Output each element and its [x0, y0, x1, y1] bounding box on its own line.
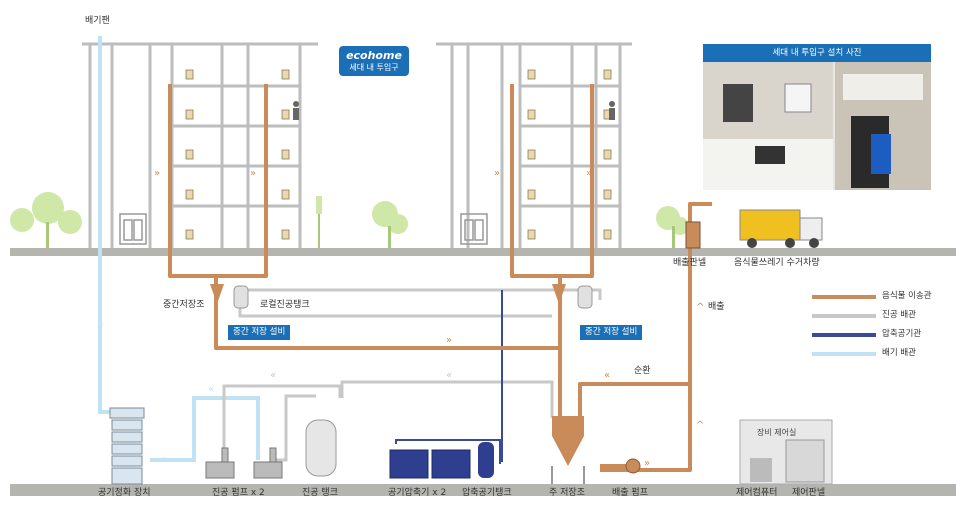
legend-item-vacuum-pipe: 진공 배관 — [812, 308, 957, 322]
main-storage-label: 주 저장조 — [549, 488, 585, 498]
discharge-panel-label: 배출판넬 — [673, 258, 707, 268]
svg-text:»: » — [446, 335, 452, 346]
svg-text:»: » — [154, 168, 160, 179]
legend-item-exhaust: 배기 배관 — [812, 346, 957, 360]
kitchen-photo-illustration — [703, 62, 931, 190]
compressed-air-pipe — [395, 290, 503, 464]
control-room-icon — [739, 419, 833, 485]
flow-arrow-icon: » » » » » » ^ ^ « — [154, 168, 704, 469]
vacuum-tank-label: 진공 탱크 — [302, 488, 338, 498]
legend-swatch — [812, 352, 876, 356]
control-panel-label: 제어판넬 — [792, 488, 826, 498]
discharge-pump-label: 배출 펌프 — [612, 488, 648, 498]
collection-truck-label: 음식물쓰레기 수거차량 — [734, 258, 820, 268]
svg-text:^: ^ — [696, 420, 704, 431]
svg-text:«: « — [446, 370, 452, 381]
vacuum-pump-icon — [205, 447, 283, 479]
tree-icon — [10, 192, 689, 248]
person-icon — [293, 101, 615, 120]
compressed-air-tank-icon — [478, 442, 494, 478]
legend-label: 배기 배관 — [882, 348, 916, 358]
legend-item-compressed-air: 압축공기관 — [812, 327, 957, 341]
ground-upper — [10, 248, 956, 256]
compressed-air-tank-label: 압축공기탱크 — [462, 488, 512, 498]
svg-text:»: » — [586, 168, 592, 179]
legend-label: 압축공기관 — [882, 329, 922, 339]
inlet-unit-icon — [185, 69, 612, 240]
svg-text:^: ^ — [696, 302, 704, 313]
svg-text:«: « — [270, 370, 276, 381]
legend-label: 진공 배관 — [882, 310, 916, 320]
exhaust-pipe — [98, 36, 260, 462]
svg-text:»: » — [250, 168, 256, 179]
exhaust-fan-label: 배기팬 — [85, 16, 110, 26]
ground-lower — [10, 484, 956, 496]
svg-text:^: ^ — [96, 322, 104, 333]
local-vacuum-tank-icon — [233, 285, 593, 309]
discharge-pump-icon — [625, 458, 641, 474]
legend-item-food-pipe: 음식물 이송관 — [812, 289, 957, 303]
ecohome-callout: ecohome 세대 내 투입구 — [339, 46, 409, 76]
elevator-icon — [119, 213, 488, 245]
svg-text:«: « — [160, 454, 166, 465]
svg-text:»: » — [494, 168, 500, 179]
svg-text:»: » — [644, 458, 650, 469]
intermediate-storage-tank — [210, 284, 566, 304]
legend-swatch — [812, 314, 876, 318]
air-purifier-label: 공기정화 장치 — [98, 488, 151, 498]
vacuum-pipe — [222, 288, 602, 462]
control-room-label: 장비 제어실 — [757, 428, 797, 437]
vacuum-pump-label: 진공 펌프 x 2 — [212, 488, 265, 498]
legend-swatch — [812, 295, 876, 299]
installation-photo: 세대 내 투입구 설치 사진 — [703, 44, 931, 190]
control-computer-label: 제어컴퓨터 — [736, 488, 778, 498]
ecohome-logo: ecohome — [346, 49, 402, 62]
air-compressor-label: 공기압축기 x 2 — [388, 488, 447, 498]
exhaust-arrow-icon: ^ « « — [96, 322, 214, 465]
svg-text:«: « — [208, 384, 214, 395]
air-purifier-icon — [109, 407, 145, 485]
main-storage-tank — [551, 416, 585, 484]
discharge-label: 배출 — [708, 302, 725, 312]
vacuum-tank-icon — [305, 419, 337, 477]
ecohome-subtitle: 세대 내 투입구 — [349, 63, 399, 72]
intermediate-facility-badge-1: 중간 저장 설비 — [228, 325, 291, 340]
intermediate-facility-badge-2: 중간 저장 설비 — [580, 325, 643, 340]
legend-label: 음식물 이송관 — [882, 291, 932, 301]
food-transfer-pipe — [168, 84, 712, 472]
legend-swatch — [812, 333, 876, 337]
installation-photo-title: 세대 내 투입구 설치 사진 — [703, 44, 931, 62]
collection-truck-icon — [739, 209, 823, 248]
svg-text:«: « — [604, 370, 610, 381]
discharge-panel-icon — [685, 221, 701, 249]
circulation-label: 순환 — [634, 366, 651, 376]
local-vacuum-tank-label: 로컬진공탱크 — [260, 300, 310, 310]
intermediate-storage-label: 중간저장조 — [163, 300, 205, 310]
air-compressor-icon — [389, 449, 471, 479]
vacuum-arrow-icon: «« — [270, 370, 452, 381]
